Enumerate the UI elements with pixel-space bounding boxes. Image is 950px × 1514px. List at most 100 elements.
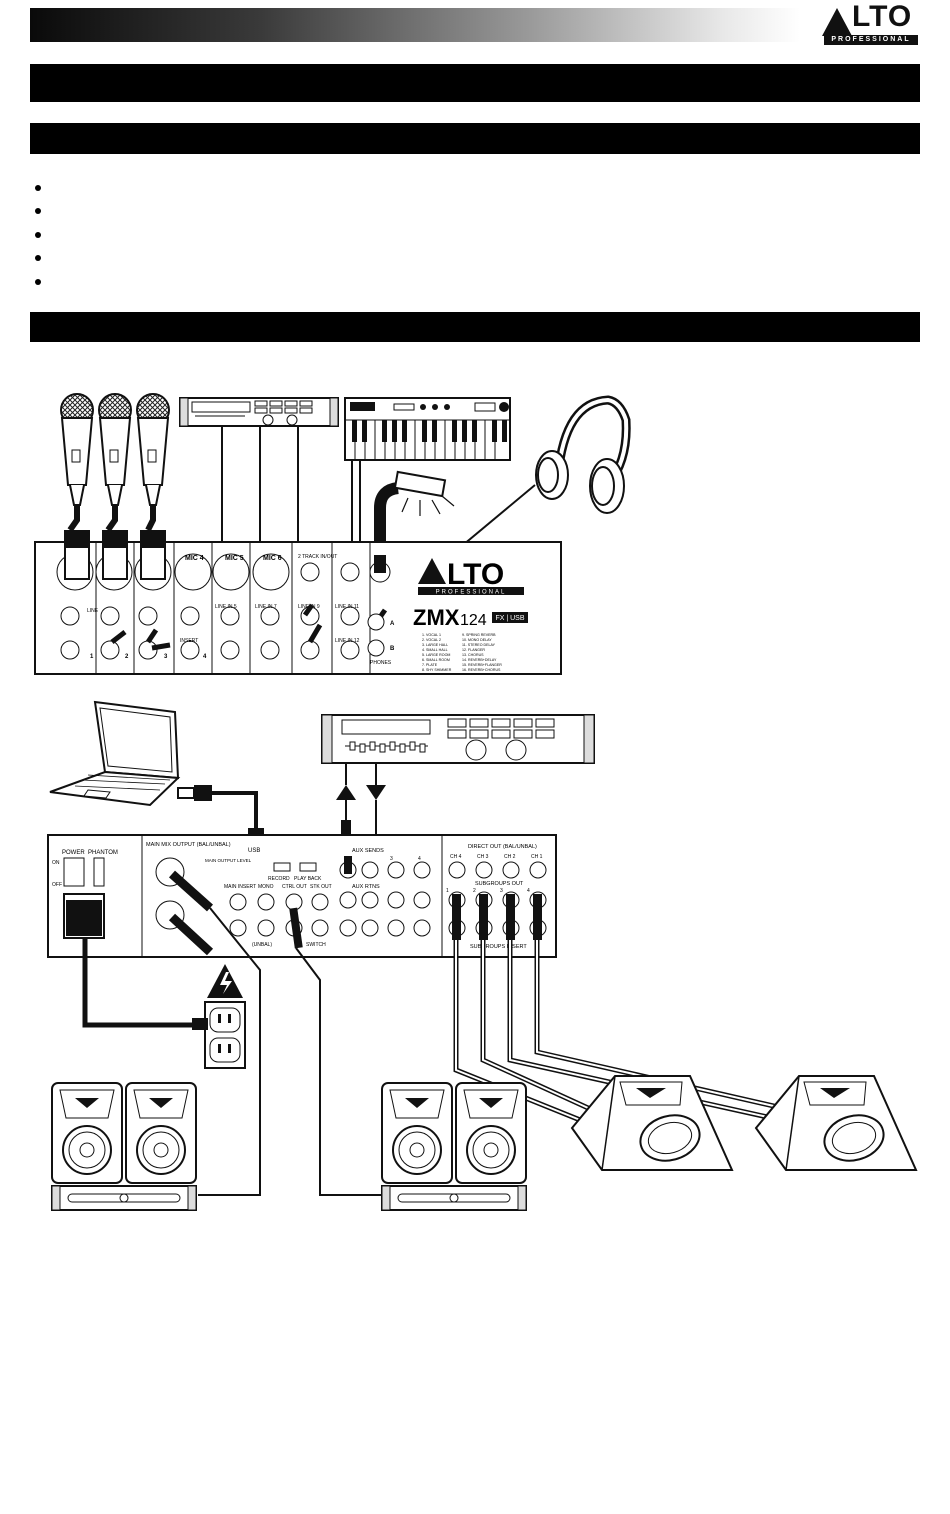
aux-sends-label: AUX SENDS: [352, 848, 384, 854]
mono-label: MONO: [258, 884, 274, 890]
amplifier-icon: [51, 1185, 197, 1211]
channel-number: 4: [203, 654, 207, 660]
bullet-list: [30, 176, 51, 294]
power-plug: [66, 900, 102, 936]
channel-number: 2: [125, 654, 129, 660]
list-item: [30, 223, 51, 247]
alto-logo: LTO PROFESSIONAL: [822, 0, 920, 46]
microphone-icon: [98, 393, 132, 506]
effect-item: 4. SMALL HALL: [422, 648, 448, 652]
on-label: ON: [52, 860, 60, 866]
bullet-icon: [35, 208, 41, 215]
mixer-model: ZMX: [413, 605, 460, 630]
subgroups-insert-label: SUBGROUPS INSERT: [470, 944, 527, 950]
logo-subtitle: PROFESSIONAL: [824, 35, 918, 45]
header-gradient-bar: [30, 8, 800, 42]
playback-button[interactable]: [299, 862, 317, 872]
power-cable: [82, 938, 198, 1028]
pa-speaker-icon: [51, 1082, 123, 1184]
mixer-rear-panel: POWER PHANTOM ON OFF MAIN MIX OUTPUT (BA…: [47, 834, 557, 958]
effect-item: 5. LARGE ROOM: [422, 653, 450, 657]
effect-item: 14. REVERB+DELAY: [462, 658, 497, 662]
wall-outlet-icon: [192, 1001, 246, 1069]
mic-label: MIC 6: [263, 555, 282, 562]
phones-b-label: B: [390, 646, 395, 652]
phantom-label: PHANTOM: [88, 850, 118, 856]
connection-diagram: MIC 4 MIC 5 MIC 6 LINE LINE IN 5 LINE IN…: [34, 393, 918, 1211]
channel-label: CH 4: [450, 854, 462, 860]
effect-item: 3. LARGE HALL: [422, 643, 448, 647]
effect-item: 8. SHY SHIMMER: [422, 668, 452, 672]
channel-number: 1: [90, 654, 94, 660]
list-item: [30, 247, 51, 271]
power-label: POWER: [62, 850, 85, 856]
list-item: [30, 270, 51, 294]
effect-item: 16. REVERB+CHORUS: [462, 668, 501, 672]
line-in-label: LINE IN 11: [335, 604, 359, 610]
line-in-label: LINE IN 12: [335, 638, 360, 644]
microphone-icon: [60, 393, 94, 506]
mono-level-knob[interactable]: [257, 893, 275, 911]
microphone-icon: [136, 393, 170, 506]
section-heading-bar-diagram: [30, 312, 920, 342]
power-switch[interactable]: [63, 857, 85, 887]
list-item: [30, 200, 51, 224]
list-item: [30, 176, 51, 200]
mic-label: MIC 5: [225, 555, 244, 562]
subgroups-out-label: SUBGROUPS OUT: [475, 881, 524, 887]
mixer-brand: LTO: [447, 558, 504, 591]
record-label: RECORD: [268, 876, 290, 882]
section-title-bar: [30, 64, 920, 102]
direct-out-label: DIRECT OUT (BAL/UNBAL): [468, 844, 537, 850]
pa-speaker-icon: [455, 1082, 527, 1184]
record-button[interactable]: [273, 862, 291, 872]
bullet-icon: [35, 255, 41, 262]
brand-triangle-icon: [418, 558, 446, 584]
mic-label: MIC 4: [185, 555, 204, 562]
play-back-label: PLAY BACK: [294, 876, 322, 882]
stk-out-label: STK OUT: [310, 884, 332, 890]
bullet-icon: [35, 231, 41, 238]
bullet-icon: [35, 278, 41, 285]
subgroup-number: 1: [446, 888, 449, 894]
channel-label: CH 3: [477, 854, 489, 860]
effect-item: 15. REVERB+FLANGER: [462, 663, 502, 667]
rack-processor-icon: [321, 714, 595, 764]
main-output-level-label: MAIN OUTPUT LEVEL: [205, 858, 252, 863]
channel-label: CH 1: [531, 854, 543, 860]
effect-item: 2. VOCAL 2: [422, 638, 441, 642]
section-heading-bar: [30, 123, 920, 154]
ctrl-out-label: CTRL OUT: [282, 884, 307, 890]
pa-speaker-icon: [125, 1082, 197, 1184]
amplifier-icon: [381, 1185, 527, 1211]
subgroup-number: 3: [500, 888, 503, 894]
rack-processor-icon: [179, 397, 339, 427]
main-insert-label: MAIN INSERT: [224, 884, 256, 890]
line-label: LINE: [87, 608, 99, 614]
effect-item: 12. FLANGER: [462, 648, 485, 652]
aux-number: 3: [390, 856, 393, 862]
logo-text: LTO: [852, 0, 913, 33]
mixer-front-panel: MIC 4 MIC 5 MIC 6 LINE LINE IN 5 LINE IN…: [34, 530, 562, 675]
subgroup-number: 2: [473, 888, 476, 894]
effect-item: 11. STEREO DELAY: [462, 643, 496, 647]
bullet-icon: [35, 184, 41, 191]
effect-item: 7. PLATE: [422, 663, 438, 667]
channel-number: 3: [164, 654, 168, 660]
electrical-warning-icon: [207, 964, 243, 998]
channel-label: CH 2: [504, 854, 516, 860]
stage-monitor-icon: [570, 1075, 734, 1171]
stage-monitor-icon: [754, 1075, 918, 1171]
usb-label: USB: [248, 848, 260, 854]
effect-item: 10. MONO DELAY: [462, 638, 492, 642]
mixer-badge: FX | USB: [495, 615, 524, 622]
effect-item: 13. CHORUS: [462, 653, 484, 657]
effect-item: 9. SPRING REVERB: [462, 633, 496, 637]
logo-triangle-icon: [822, 8, 852, 36]
line-in-label: LINE IN 5: [215, 604, 237, 610]
aux-number: 4: [418, 856, 421, 862]
mixer-model-number: 124: [460, 612, 487, 629]
off-label: OFF: [52, 882, 62, 888]
phantom-switch[interactable]: [93, 857, 105, 887]
lamp-icon: [374, 470, 455, 562]
